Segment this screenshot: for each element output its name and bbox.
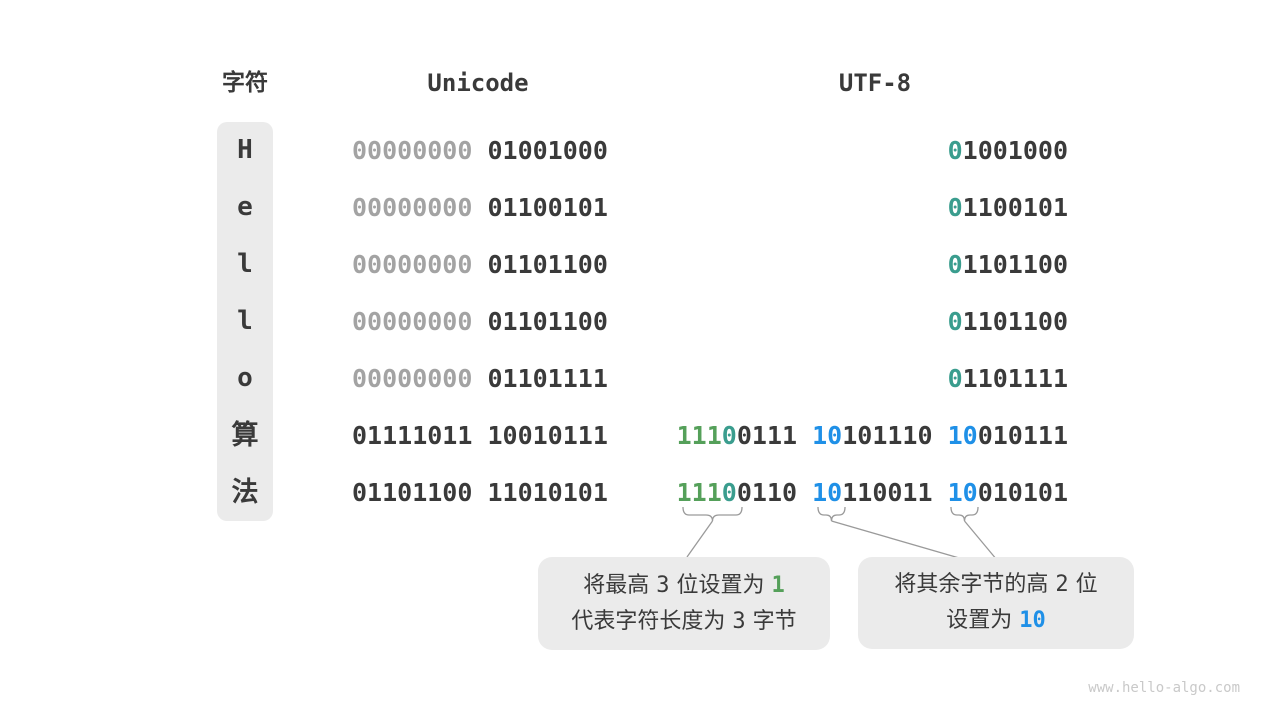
- text-segment: 101110: [842, 421, 948, 450]
- text-segment: 0111: [736, 421, 813, 450]
- column-header-char: 字符: [222, 70, 268, 96]
- text-segment: 0: [721, 421, 737, 450]
- text-segment: 1101100: [962, 307, 1068, 336]
- unicode-bits: 00000000 01101111: [352, 350, 608, 407]
- text-segment: 1101111: [962, 364, 1068, 393]
- utf8-bits: 01101111: [948, 350, 1068, 407]
- unicode-bits: 00000000 01101100: [352, 236, 608, 293]
- unicode-bits: 00000000 01100101: [352, 179, 608, 236]
- text-segment: 01100101: [487, 193, 608, 222]
- text-segment: 00000000: [352, 307, 488, 336]
- text-segment: 00000000: [352, 193, 488, 222]
- text-segment: 111: [676, 478, 722, 507]
- utf8-bits: 01001000: [948, 122, 1068, 179]
- text-segment: 10: [812, 421, 843, 450]
- utf8-bits: 11100110 10110011 10010101: [677, 464, 1068, 521]
- text-segment: 10: [947, 421, 978, 450]
- text-segment: 010111: [977, 421, 1068, 450]
- text-segment: 10: [947, 478, 978, 507]
- character-cell: l: [237, 306, 253, 336]
- unicode-bits: 00000000 01001000: [352, 122, 608, 179]
- callout-line: 将最高 3 位设置为 1: [538, 568, 830, 604]
- utf8-bits: 01101100: [948, 236, 1068, 293]
- callout-line: 设置为 10: [858, 603, 1134, 639]
- callout-line: 代表字符长度为 3 字节: [538, 604, 830, 640]
- text-segment: 位设置为: [669, 572, 772, 598]
- character-cell: H: [237, 135, 253, 165]
- character-cell: o: [237, 363, 253, 393]
- text-segment: 0: [947, 364, 963, 393]
- text-segment: 111: [676, 421, 722, 450]
- column-header-unicode: Unicode: [427, 69, 529, 97]
- text-segment: 10: [812, 478, 843, 507]
- text-segment: 字节: [745, 608, 797, 634]
- text-segment: 代表字符长度为: [571, 608, 733, 634]
- text-segment: 010101: [977, 478, 1068, 507]
- column-header-utf8: UTF-8: [838, 69, 912, 97]
- text-segment: 位: [1068, 572, 1098, 597]
- character-column-background: [217, 122, 273, 521]
- text-segment: 00000000: [352, 364, 488, 393]
- text-segment: 0: [947, 250, 963, 279]
- text-segment: 01101100: [487, 307, 608, 336]
- text-segment: 0: [721, 478, 737, 507]
- text-segment: 01101100: [487, 250, 608, 279]
- callout-line: 将其余字节的高 2 位: [858, 567, 1134, 603]
- text-segment: 00000000: [352, 250, 488, 279]
- connector-leading-byte: [686, 520, 714, 558]
- watermark: www.hello-algo.com: [1088, 680, 1240, 696]
- text-segment: 1: [771, 572, 785, 598]
- text-segment: 0: [947, 136, 963, 165]
- text-segment: 110011: [842, 478, 948, 507]
- text-segment: 将其余字节的高: [894, 572, 1056, 597]
- character-cell: 法: [231, 477, 259, 508]
- text-segment: 0110: [736, 478, 813, 507]
- text-segment: 1001000: [962, 136, 1068, 165]
- text-segment: 01101100 11010101: [352, 478, 608, 507]
- text-segment: 3: [732, 608, 746, 634]
- text-segment: 1100101: [962, 193, 1068, 222]
- character-cell: e: [237, 192, 253, 222]
- utf8-bits: 11100111 10101110 10010111: [677, 407, 1068, 464]
- text-segment: 0: [947, 193, 963, 222]
- text-segment: 01101111: [487, 364, 608, 393]
- text-segment: 2: [1055, 572, 1069, 597]
- text-segment: 00000000: [352, 136, 488, 165]
- text-segment: 01111011 10010111: [352, 421, 608, 450]
- text-segment: 设置为: [946, 608, 1020, 633]
- utf8-bits: 01100101: [948, 179, 1068, 236]
- unicode-bits: 01101100 11010101: [352, 464, 608, 521]
- character-cell: l: [237, 249, 253, 279]
- text-segment: 10: [1019, 608, 1046, 633]
- unicode-bits: 01111011 10010111: [352, 407, 608, 464]
- text-segment: 0: [947, 307, 963, 336]
- text-segment: 01001000: [487, 136, 608, 165]
- utf8-bits: 01101100: [948, 293, 1068, 350]
- callout-continuation-bits: 将其余字节的高 2 位设置为 10: [858, 557, 1134, 649]
- text-segment: 3: [656, 572, 670, 598]
- text-segment: 将最高: [583, 572, 657, 598]
- unicode-bits: 00000000 01101100: [352, 293, 608, 350]
- character-cell: 算: [231, 420, 259, 451]
- text-segment: 1101100: [962, 250, 1068, 279]
